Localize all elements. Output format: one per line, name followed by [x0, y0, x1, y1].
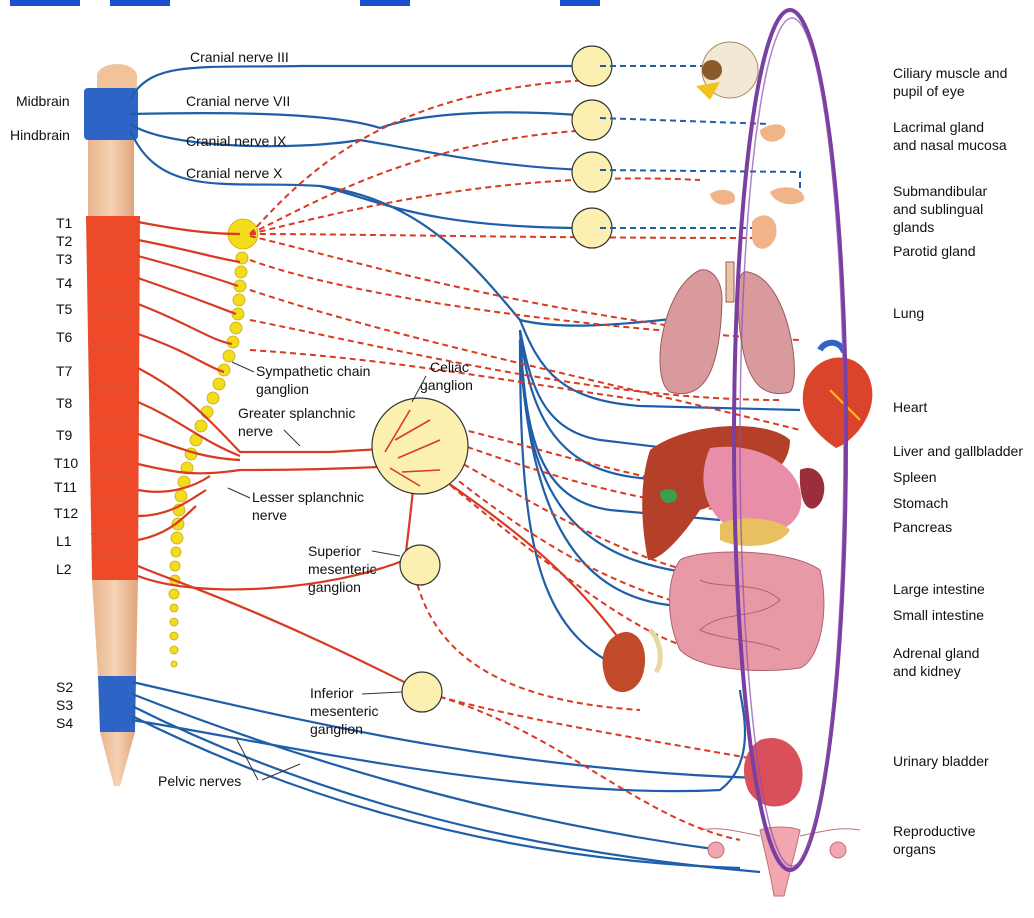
sublingual-gland-icon — [770, 187, 804, 204]
eye-icon — [696, 42, 758, 100]
organ-label-liver: Liver and gallbladder — [893, 443, 1023, 459]
segment-s4: S4 — [56, 715, 73, 731]
segment-l1: L1 — [56, 533, 72, 549]
spinal-cord — [84, 64, 140, 786]
label-celiac-1: Celiac — [430, 359, 469, 375]
organ-label-adrenal-2: and kidney — [893, 663, 961, 679]
organ-label-eye-2: pupil of eye — [893, 83, 965, 99]
segment-t5: T5 — [56, 301, 73, 317]
label-inferior-mesenteric-2: mesenteric — [310, 703, 378, 719]
label-sympathetic-chain-2: ganglion — [256, 381, 309, 397]
label-superior-mesenteric-2: mesenteric — [308, 561, 376, 577]
organ-label-stomach: Stomach — [893, 495, 948, 511]
label-hindbrain: Hindbrain — [10, 127, 70, 143]
label-sympathetic-chain-1: Sympathetic chain — [256, 363, 370, 379]
segment-t2: T2 — [56, 233, 73, 249]
inferior-mesenteric-ganglion — [402, 672, 442, 712]
label-midbrain: Midbrain — [16, 93, 70, 109]
leader-greater-splanchnic — [284, 430, 300, 446]
label-cranial-nerve-iii: Cranial nerve III — [190, 49, 289, 65]
label-lesser-splanchnic-1: Lesser splanchnic — [252, 489, 364, 505]
organ-label-reproductive-2: organs — [893, 841, 936, 857]
organ-label-lacrimal-1: Lacrimal gland — [893, 119, 984, 135]
leader-lesser-splanchnic — [228, 488, 250, 498]
organ-labels: Ciliary muscle and pupil of eye Lacrimal… — [893, 65, 1023, 857]
label-celiac-2: ganglion — [420, 377, 473, 393]
segment-t8: T8 — [56, 395, 73, 411]
organ-label-parotid: Parotid gland — [893, 243, 976, 259]
kidney-icon — [603, 630, 661, 692]
label-greater-splanchnic-2: nerve — [238, 423, 273, 439]
leader-sympathetic-chain — [232, 362, 254, 372]
label-inferior-mesenteric-3: ganglion — [310, 721, 363, 737]
organ-label-adrenal-1: Adrenal gland — [893, 645, 979, 661]
organ-label-small-intestine: Small intestine — [893, 607, 984, 623]
segment-t4: T4 — [56, 275, 73, 291]
organ-label-lung: Lung — [893, 305, 924, 321]
organ-label-heart: Heart — [893, 399, 927, 415]
celiac-ganglion — [372, 398, 468, 494]
label-inferior-mesenteric-1: Inferior — [310, 685, 354, 701]
segment-labels: T1 T2 T3 T4 T5 T6 T7 T8 T9 T10 T11 T12 L… — [54, 215, 78, 731]
leader-inferior-mesenteric — [362, 692, 402, 694]
label-greater-splanchnic-1: Greater splanchnic — [238, 405, 356, 421]
segment-l2: L2 — [56, 561, 72, 577]
label-superior-mesenteric-1: Superior — [308, 543, 361, 559]
organ-label-eye-1: Ciliary muscle and — [893, 65, 1007, 81]
label-cranial-nerve-vii: Cranial nerve VII — [186, 93, 290, 109]
parotid-gland-icon — [752, 215, 777, 248]
segment-s3: S3 — [56, 697, 73, 713]
segment-t6: T6 — [56, 329, 73, 345]
submandibular-gland-icon — [710, 190, 735, 205]
segment-t9: T9 — [56, 427, 73, 443]
label-lesser-splanchnic-2: nerve — [252, 507, 287, 523]
segment-t1: T1 — [56, 215, 73, 231]
organ-label-submandibular-3: glands — [893, 219, 934, 235]
segment-t7: T7 — [56, 363, 73, 379]
organ-label-submandibular-1: Submandibular — [893, 183, 988, 199]
organ-label-bladder: Urinary bladder — [893, 753, 989, 769]
lung-icon — [660, 262, 794, 394]
organ-label-lacrimal-2: and nasal mucosa — [893, 137, 1007, 153]
label-cranial-nerve-ix: Cranial nerve IX — [186, 133, 287, 149]
heart-icon — [803, 343, 873, 448]
segment-t10: T10 — [54, 455, 78, 471]
segment-t11: T11 — [54, 479, 77, 495]
leader-superior-mesenteric — [372, 551, 400, 556]
label-superior-mesenteric-3: ganglion — [308, 579, 361, 595]
organ-label-spleen: Spleen — [893, 469, 937, 485]
segment-t12: T12 — [54, 505, 78, 521]
spleen-icon — [800, 468, 824, 509]
label-pelvic-nerves: Pelvic nerves — [158, 773, 241, 789]
organ-label-reproductive-1: Reproductive — [893, 823, 976, 839]
lacrimal-gland-icon — [760, 124, 785, 141]
segment-t3: T3 — [56, 251, 73, 267]
organ-label-submandibular-2: and sublingual — [893, 201, 983, 217]
segment-s2: S2 — [56, 679, 73, 695]
organ-label-large-intestine: Large intestine — [893, 581, 985, 597]
label-cranial-nerve-x: Cranial nerve X — [186, 165, 283, 181]
organ-label-pancreas: Pancreas — [893, 519, 952, 535]
superior-mesenteric-ganglion — [400, 545, 440, 585]
